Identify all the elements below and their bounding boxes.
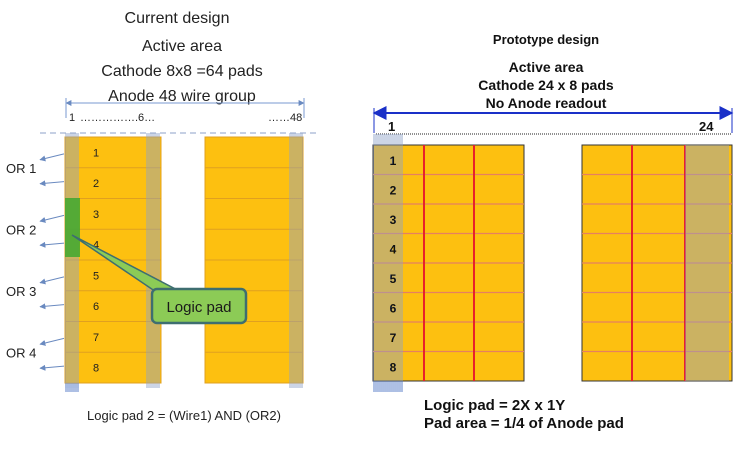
left-pad-number: 5 bbox=[93, 270, 99, 282]
prototype-design-subtitle-1: Active area bbox=[509, 59, 584, 75]
prototype-note-2: Pad area = 1/4 of Anode pad bbox=[424, 415, 624, 432]
prototype-note-1: Logic pad = 2X x 1Y bbox=[424, 397, 565, 414]
current-design-subtitle-2: Cathode 8x8 =64 pads bbox=[101, 63, 262, 80]
current-design-title: Current design bbox=[125, 10, 230, 27]
prototype-design-subtitle-3: No Anode readout bbox=[486, 95, 607, 111]
left-pad-number: 7 bbox=[93, 332, 99, 344]
or-arrow bbox=[39, 276, 65, 285]
right-pad-numbers: 1 2 3 4 5 6 7 8 bbox=[390, 154, 397, 375]
left-pad-row-lines bbox=[65, 167, 303, 353]
left-anode-wires bbox=[65, 133, 303, 392]
right-pad-number: 4 bbox=[390, 242, 397, 256]
wire-number-mid: …………….6… bbox=[80, 112, 155, 124]
or-groups: OR 1 OR 2 OR 3 OR 4 bbox=[6, 153, 65, 371]
or-arrow bbox=[39, 337, 65, 346]
left-pad-number: 6 bbox=[93, 301, 99, 313]
pad-number-end: 24 bbox=[699, 119, 714, 134]
right-pad-number: 3 bbox=[390, 213, 397, 227]
prototype-design-subtitle-2: Cathode 24 x 8 pads bbox=[478, 77, 614, 93]
wire-number-start: 1 bbox=[69, 112, 75, 124]
left-pad-number: 1 bbox=[93, 147, 99, 159]
or-arrow bbox=[39, 153, 65, 162]
current-design-subtitle-3: Anode 48 wire group bbox=[108, 88, 256, 105]
right-pad-number: 6 bbox=[390, 301, 397, 315]
left-pad-numbers: 1 2 3 4 5 6 7 8 bbox=[93, 147, 99, 374]
right-pad-column-lines bbox=[423, 145, 686, 381]
prototype-design-panel: Prototype design Active area Cathode 24 … bbox=[372, 32, 734, 432]
left-pad-number: 2 bbox=[93, 178, 99, 190]
prototype-design-title: Prototype design bbox=[493, 32, 599, 47]
or-label: OR 3 bbox=[6, 284, 36, 299]
logic-pad-callout bbox=[150, 287, 248, 325]
or-arrow bbox=[39, 180, 65, 187]
or-arrow bbox=[39, 303, 65, 310]
right-pad-number: 2 bbox=[390, 183, 397, 197]
right-anode-wires bbox=[373, 134, 729, 392]
left-pad-number: 4 bbox=[93, 240, 99, 252]
or-label: OR 1 bbox=[6, 161, 36, 176]
right-pad-number: 1 bbox=[390, 154, 397, 168]
right-pad-number: 7 bbox=[390, 331, 397, 345]
wire-number-end: ……48 bbox=[268, 112, 302, 124]
left-pad-number: 3 bbox=[93, 209, 99, 221]
or-label: OR 4 bbox=[6, 345, 36, 360]
logic-pad-highlight bbox=[65, 198, 80, 257]
pad-number-start: 1 bbox=[388, 119, 395, 134]
current-design-subtitle-1: Active area bbox=[142, 38, 222, 55]
current-design-panel: Current design Active area Cathode 8x8 =… bbox=[6, 10, 318, 423]
logic-pad-formula: Logic pad 2 = (Wire1) AND (OR2) bbox=[87, 408, 281, 423]
right-pad-number: 8 bbox=[390, 360, 397, 374]
left-pad-number: 8 bbox=[93, 363, 99, 375]
right-pad-number: 5 bbox=[390, 272, 397, 286]
or-arrow bbox=[39, 241, 65, 248]
or-arrow bbox=[39, 364, 65, 371]
logic-pad-callout-label: Logic pad bbox=[166, 299, 231, 316]
or-arrow bbox=[39, 214, 65, 223]
or-label: OR 2 bbox=[6, 222, 36, 237]
